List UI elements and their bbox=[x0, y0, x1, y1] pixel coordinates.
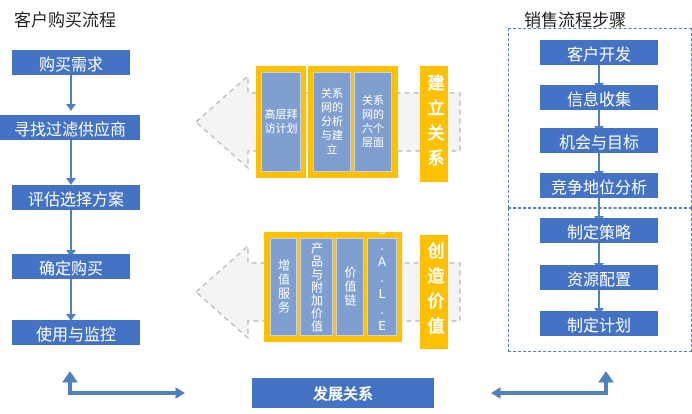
right-step-5: 制定策略 bbox=[540, 218, 658, 243]
left-title: 客户购买流程 bbox=[14, 11, 116, 31]
bottom-panel-cell-3: 价值链 bbox=[336, 238, 364, 336]
right-step-3: 机会与目标 bbox=[540, 128, 658, 153]
right-step-4: 竞争地位分析 bbox=[540, 173, 658, 198]
left-connector-2 bbox=[70, 140, 72, 179]
right-step-7: 制定计划 bbox=[540, 311, 658, 336]
right-step-6: 资源配置 bbox=[540, 265, 658, 290]
top-panel-cell-1: 高层拜访计划 bbox=[261, 72, 301, 172]
bottom-panel-cell-1: 增值服务 bbox=[270, 238, 297, 336]
left-arrowhead-3 bbox=[66, 250, 76, 257]
top-side-label: 建立关系 bbox=[420, 66, 448, 182]
right-title: 销售流程步骤 bbox=[524, 11, 626, 31]
bottom-side-label: 创造价值 bbox=[420, 235, 448, 349]
left-arrowhead-2 bbox=[66, 178, 76, 185]
left-connector-3 bbox=[70, 210, 72, 251]
left-step-5: 使用与监控 bbox=[12, 320, 140, 345]
top-panel-cell-3-text: 关系网的六个层面 bbox=[362, 94, 384, 149]
right-connector-6 bbox=[598, 290, 600, 310]
right-connector-3 bbox=[598, 153, 600, 173]
left-connector-1 bbox=[70, 75, 72, 105]
bottom-left-elbow-arrow bbox=[62, 371, 185, 399]
left-step-1: 购买需求 bbox=[12, 50, 130, 75]
right-connector-4 bbox=[598, 198, 600, 218]
top-panel-cell-2: 关系网的分析与建立 bbox=[313, 72, 351, 172]
right-step-2: 信息收集 bbox=[540, 85, 658, 110]
left-step-4: 确定购买 bbox=[12, 254, 130, 279]
left-step-2: 寻找过滤供应商 bbox=[0, 115, 140, 140]
top-panel-cell-2-text: 关系网的分析与建立 bbox=[321, 87, 343, 156]
left-arrowhead-1 bbox=[66, 104, 76, 111]
right-connector-1 bbox=[598, 65, 600, 85]
right-step-1: 客户开发 bbox=[540, 40, 658, 65]
top-panel-cell-3: 关系网的六个层面 bbox=[354, 72, 392, 172]
left-connector-4 bbox=[70, 279, 72, 315]
left-arrowhead-4 bbox=[66, 314, 76, 321]
footer-label: 发展关系 bbox=[252, 378, 434, 408]
right-connector-2 bbox=[598, 110, 600, 128]
bottom-panel-cell-2: 产品与附加价值 bbox=[300, 238, 333, 336]
top-panel-cell-1-text: 高层拜访计划 bbox=[264, 108, 298, 135]
bottom-panel-cell-4: S.A.L.E. bbox=[367, 223, 397, 351]
right-connector-5 bbox=[598, 243, 600, 265]
left-step-3: 评估选择方案 bbox=[12, 185, 140, 210]
bottom-right-elbow-arrow bbox=[491, 371, 614, 399]
